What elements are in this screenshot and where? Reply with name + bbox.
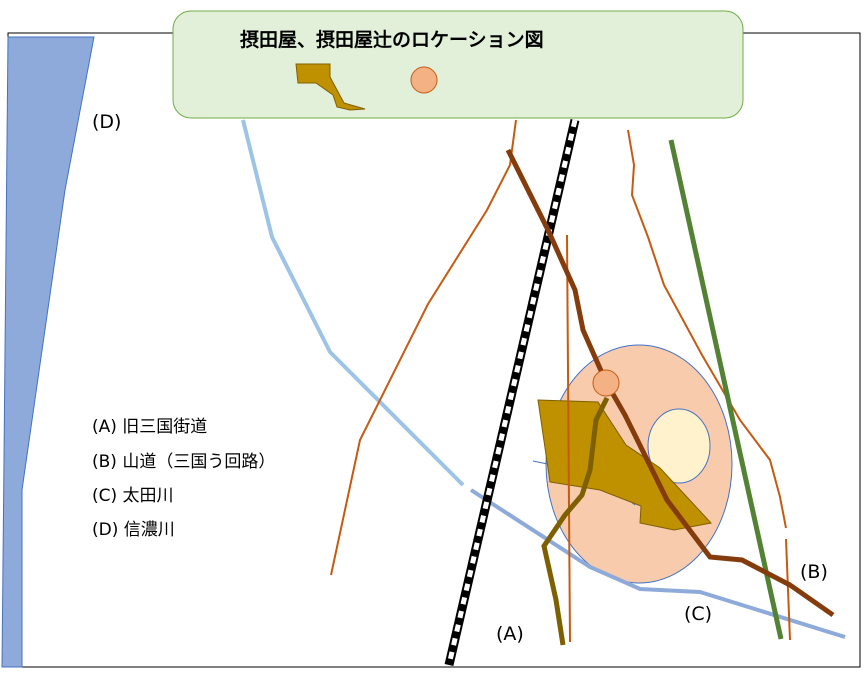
key-item-a: (A) 旧三国街道 [92, 417, 207, 437]
orange-road-center [566, 234, 571, 643]
key-item-d: (D) 信濃川 [92, 520, 175, 540]
legend-district-icon [295, 63, 366, 111]
olive-path [541, 396, 610, 646]
label-d: (D) [92, 111, 121, 133]
mountain-road-lower [785, 538, 791, 641]
legend-marker-icon [410, 66, 438, 94]
ota-river-lower [469, 488, 846, 639]
mountain-road [627, 129, 787, 529]
settaya-tsuji-marker [592, 369, 620, 397]
label-c: (C) [684, 603, 712, 625]
shinano-river [1, 36, 95, 668]
green-line [668, 139, 784, 640]
railway-ties [446, 119, 578, 666]
legend-title: 摂田屋、摂田屋辻のロケーション図 [240, 28, 544, 51]
map-frame [7, 32, 861, 668]
legend-box [172, 10, 744, 119]
inner-area [647, 408, 711, 484]
label-a: (A) [496, 623, 524, 645]
key-item-b: (B) 山道（三国う回路） [92, 452, 275, 472]
label-b: (B) [800, 561, 828, 583]
railway-outline [444, 118, 580, 667]
key-item-c: (C) 太田川 [92, 486, 174, 506]
kyu-mikuni-kaido [505, 148, 835, 618]
ota-river-upper [241, 119, 465, 487]
